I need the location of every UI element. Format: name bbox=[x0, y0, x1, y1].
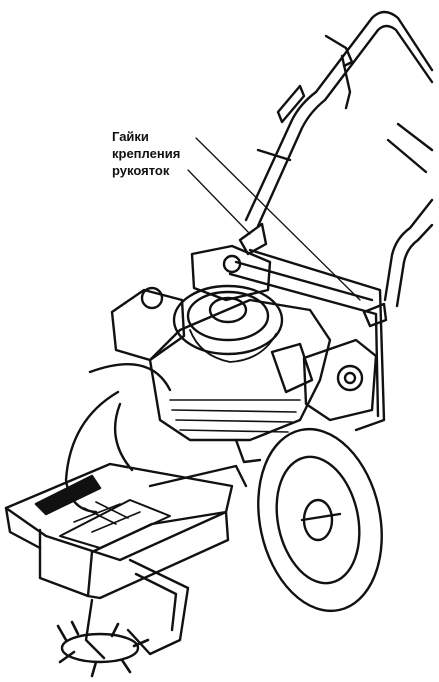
handle-frame bbox=[238, 10, 434, 328]
callout-leaders bbox=[187, 137, 361, 301]
label-line-3: рукояток bbox=[112, 163, 170, 178]
rear-wheel bbox=[64, 363, 172, 514]
handle-nuts-label: Гайки крепления рукояток bbox=[112, 128, 222, 179]
engine bbox=[110, 244, 378, 464]
label-line-1: Гайки bbox=[112, 129, 149, 144]
front-wheel bbox=[257, 427, 383, 613]
label-line-2: крепления bbox=[112, 146, 181, 161]
chassis-rails bbox=[228, 248, 386, 432]
deck bbox=[4, 462, 248, 600]
cutter-wheel bbox=[56, 558, 190, 678]
